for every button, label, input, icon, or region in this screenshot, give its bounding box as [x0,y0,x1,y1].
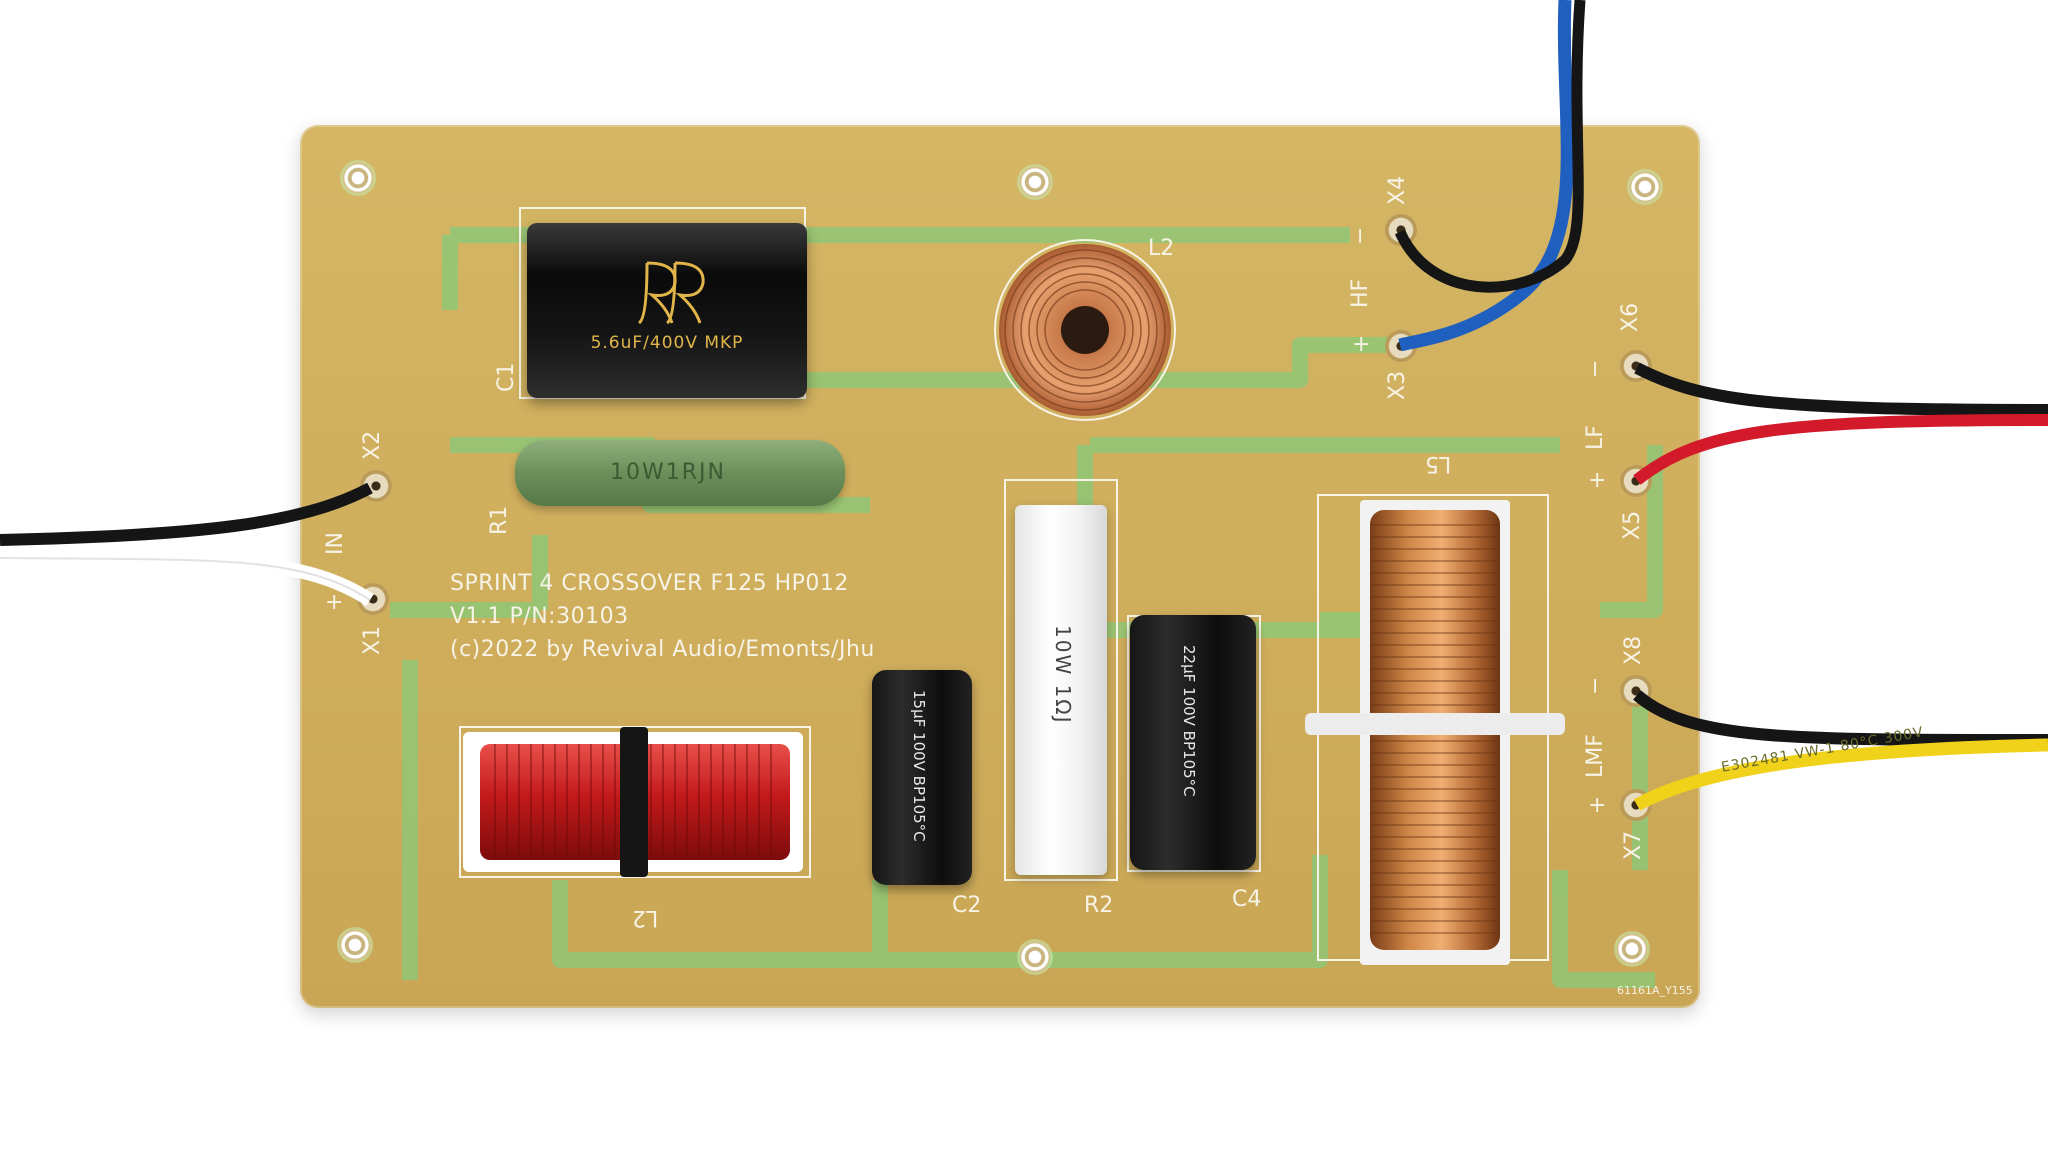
label-lmf-minus: − [1583,676,1608,695]
label-lf-plus: + [1588,468,1607,493]
batch-code: 61161A_Y155 [1617,984,1693,997]
board-title: SPRINT 4 CROSSOVER F125 HP012 [450,571,849,596]
wire-hf-negative [1394,0,1586,293]
wire-lf-positive [1633,414,2048,485]
label-lf: LF [1583,425,1608,450]
label-r2: R2 [1084,893,1114,918]
label-x8: X8 [1621,635,1646,665]
label-l5: L5 [1425,451,1452,476]
board-version: V1.1 P/N:30103 [450,604,629,629]
mounting-hole [1630,172,1660,202]
inductor-l2-top [999,244,1171,416]
cable-tie-white [1305,713,1565,735]
resistor-r1: 10W1RJN [515,440,845,506]
label-hf: HF [1348,278,1373,308]
wire-input-positive [0,551,374,606]
c1-marking: 5.6uF/400V MKP [590,333,744,353]
label-l2-top: L2 [1148,236,1175,261]
label-c2: C2 [952,893,982,918]
label-r1: R1 [487,505,512,535]
capacitor-c4: 22μF 100V BP105°C [1130,615,1256,870]
capacitor-c2: 15μF 100V BP105°C [872,670,972,885]
mounting-hole [1020,942,1050,972]
label-lf-minus: − [1583,359,1608,378]
c2-marking: 15μF 100V BP105°C [910,690,928,842]
label-x7: X7 [1621,830,1646,860]
rr-logo-icon [637,261,705,325]
inductor-l2-bottom [463,727,803,877]
label-in: IN [323,532,348,555]
wire-hf-positive [1398,0,1574,352]
mounting-hole [1617,934,1647,964]
label-x4: X4 [1385,175,1410,205]
wire-lmf-negative [1633,690,2048,746]
mounting-hole [340,930,370,960]
label-x1: X1 [360,625,385,655]
label-lmf-plus: + [1588,793,1607,818]
label-l2-bottom: L2 [632,905,659,930]
label-x5: X5 [1620,510,1645,540]
cable-tie [620,727,648,877]
capacitor-c1: 5.6uF/400V MKP [527,223,807,398]
label-x2: X2 [360,430,385,460]
r1-marking: 10W1RJN [610,460,726,485]
wire-lmf-positive [1633,738,2048,811]
r2-marking: 10W 1ΩJ [1051,625,1075,725]
resistor-r2: 10W 1ΩJ [1015,505,1107,875]
label-c4: C4 [1232,887,1262,912]
label-in-plus: + [325,590,344,615]
board-copyright: (c)2022 by Revival Audio/Emonts/Jhu [450,637,875,662]
label-x3: X3 [1385,370,1410,400]
mounting-hole [1020,167,1050,197]
label-lmf: LMF [1583,734,1608,778]
label-hf-plus: + [1352,332,1371,357]
label-x6: X6 [1618,302,1643,332]
wire-lf-negative [1634,362,2048,416]
mounting-hole [343,163,373,193]
c4-marking: 22μF 100V BP105°C [1180,645,1198,797]
label-hf-minus: − [1348,226,1373,245]
inductor-l5 [1305,500,1565,965]
wire-input-negative [0,482,373,546]
label-c1: C1 [494,362,519,392]
